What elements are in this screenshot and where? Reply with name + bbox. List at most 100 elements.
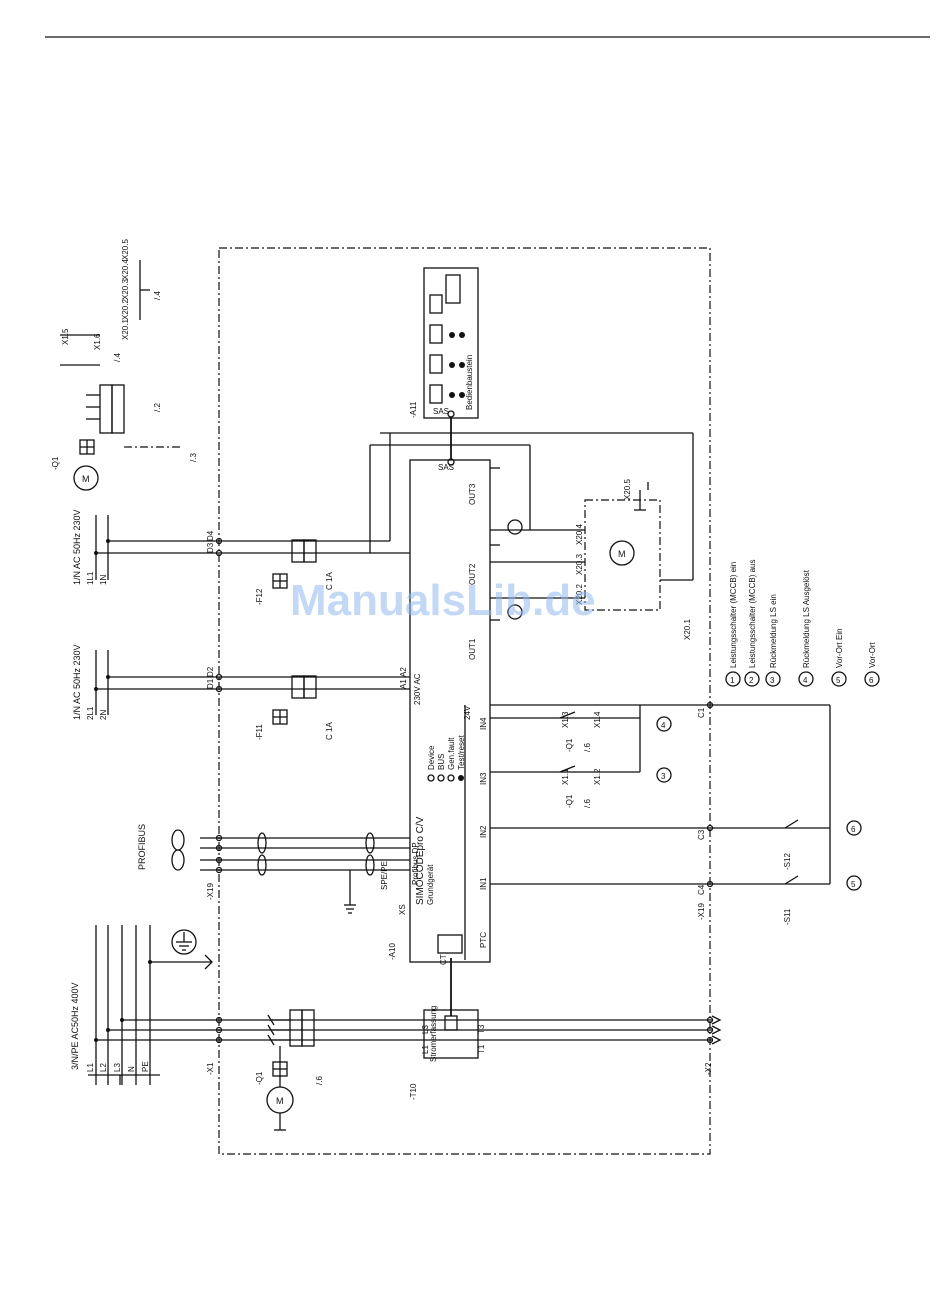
out1-label: OUT1 xyxy=(468,638,477,660)
d3-label: D3 xyxy=(206,542,215,553)
watermark: ManualsLib.de xyxy=(290,576,596,625)
a10-label: -A10 xyxy=(388,943,397,960)
x20-list-4: X20.4 xyxy=(121,259,130,280)
panel-sas-label: SAS xyxy=(433,407,449,416)
supply-3n-label: 3/N/PE AC50Hz 400V xyxy=(70,982,80,1070)
x1-3-label: X1.3 xyxy=(561,711,570,728)
svg-text:M: M xyxy=(82,474,90,484)
pe-label: PE xyxy=(141,1061,150,1072)
spe-pe-label: SPE/PE xyxy=(380,861,389,890)
circuit-breaker-q1: M xyxy=(266,1009,315,1131)
supply-1n-top-label: 1/N AC 50Hz 230V xyxy=(72,509,82,585)
x19-label: -X19 xyxy=(206,883,215,900)
x20-list-3: X20.3 xyxy=(121,279,130,300)
x1-4-label: X1.4 xyxy=(593,711,602,728)
c4-label: C4 xyxy=(697,884,706,895)
simocode-base-unit xyxy=(409,459,491,963)
svg-text:M: M xyxy=(618,549,626,559)
x20-5-label: X20.5 xyxy=(623,479,632,500)
s12-label: -S12 xyxy=(783,853,792,870)
svg-text:5: 5 xyxy=(851,880,856,889)
legend-text-6: Vor-Ort xyxy=(868,641,877,668)
main-power-lines xyxy=(96,1015,722,1045)
f11-label: -F11 xyxy=(255,724,264,740)
simocode-title: SIMOCODEpro C/V xyxy=(415,816,426,905)
led-testreset: Test/reset xyxy=(457,735,466,770)
a2-label: A2 xyxy=(399,667,408,677)
q1-in3-label: -Q1 xyxy=(565,794,574,808)
legend-text-2: Leistungsschalter (MCCB) aus xyxy=(748,560,757,668)
c1-label: C1 xyxy=(697,707,706,718)
ct-l3: L3 xyxy=(421,1025,430,1034)
supply-1n-mid-label: 1/N AC 50Hz 230V xyxy=(72,644,82,720)
s11-label: -S11 xyxy=(783,908,792,925)
x1-1-label: X1.1 xyxy=(561,768,570,785)
legend-text-5: Vor-Ort Ein xyxy=(835,628,844,668)
x1-5-label: X1.5 xyxy=(61,328,70,345)
q1-in4-ref: /.6 xyxy=(583,743,592,752)
led-genfault: Gen.fault xyxy=(447,737,456,770)
output-wiring: M xyxy=(369,432,694,621)
l3-label: L3 xyxy=(113,1063,122,1072)
xs-label: XS xyxy=(398,904,407,915)
legend-num-4: 4 xyxy=(803,676,808,685)
svg-text:6: 6 xyxy=(851,825,856,834)
led-device: Device xyxy=(427,745,436,770)
grundgeraet-label: Grundgerät xyxy=(426,864,435,905)
dc24-label: 24V xyxy=(463,705,472,720)
a1-label: A1 xyxy=(399,679,408,689)
ct-label: CT xyxy=(439,954,448,965)
profibus-dp-label: Profibus DP xyxy=(411,842,420,885)
x2-terminal-label: -X2 xyxy=(704,1062,713,1075)
legend-text-4: Rückmeldung LS Ausgelöst xyxy=(802,569,811,668)
stromerfassung-label: Stromerfassung xyxy=(429,1006,438,1062)
ptc-label: PTC xyxy=(479,932,488,948)
x20-4-label: X20.4 xyxy=(575,524,584,545)
legend-num-3: 3 xyxy=(770,676,775,685)
a11-label: -A11 xyxy=(409,401,418,418)
input-wiring xyxy=(464,701,831,960)
legend-num-2: 2 xyxy=(749,676,754,685)
legend-num-5: 5 xyxy=(836,676,841,685)
legend-text-1: Leistungsschalter (MCCB) ein xyxy=(729,562,738,668)
operator-panel-a11 xyxy=(423,267,479,466)
one-l1-label: 1L1 xyxy=(86,571,95,585)
legend-num-1: 1 xyxy=(730,676,735,685)
c1a-b-label: C 1A xyxy=(325,572,334,590)
x1-terminal-label: -X1 xyxy=(206,1062,215,1075)
two-n-label: 2N xyxy=(99,710,108,720)
one-n-label: 1N xyxy=(99,575,108,585)
current-transformer-t10 xyxy=(423,958,479,1059)
out2-label: OUT2 xyxy=(468,563,477,585)
f12-label: -F12 xyxy=(255,588,264,605)
legend-num-6: 6 xyxy=(869,676,874,685)
x20-list-1: X20.1 xyxy=(121,319,130,340)
svg-text:3: 3 xyxy=(661,772,666,781)
x1-2-label: X1.2 xyxy=(593,768,602,785)
led-bus: BUS xyxy=(437,754,446,770)
sas-label: SAS xyxy=(438,463,454,472)
svg-text:M: M xyxy=(276,1096,284,1106)
in1-label: IN1 xyxy=(479,877,488,890)
q1-in3-ref: /.6 xyxy=(583,799,592,808)
q1-detail-label: -Q1 xyxy=(51,456,60,470)
x20-list-5: X20.5 xyxy=(121,239,130,260)
control-supply-lines xyxy=(94,433,410,725)
svg-text:4: 4 xyxy=(661,721,666,730)
ref-4b: /.4 xyxy=(153,291,162,300)
in2-label: IN2 xyxy=(479,825,488,838)
callout-markers: 4 3 6 5 xyxy=(656,716,862,891)
in3-label: IN3 xyxy=(479,772,488,785)
x20-1-label: X20.1 xyxy=(683,619,692,640)
ct-t3: T3 xyxy=(477,1024,486,1034)
ref-2: /.2 xyxy=(153,403,162,412)
t10-label: -T10 xyxy=(409,1083,418,1100)
ref-4: /.4 xyxy=(113,353,122,362)
out3-label: OUT3 xyxy=(468,483,477,505)
base-unit-leds xyxy=(427,774,464,782)
ct-l1: L1 xyxy=(421,1045,430,1054)
d4-label: D4 xyxy=(206,530,215,541)
cabinet-enclosure xyxy=(218,247,711,1155)
q1-detail-schematic: M xyxy=(60,260,180,491)
l1-label: L1 xyxy=(86,1063,95,1072)
